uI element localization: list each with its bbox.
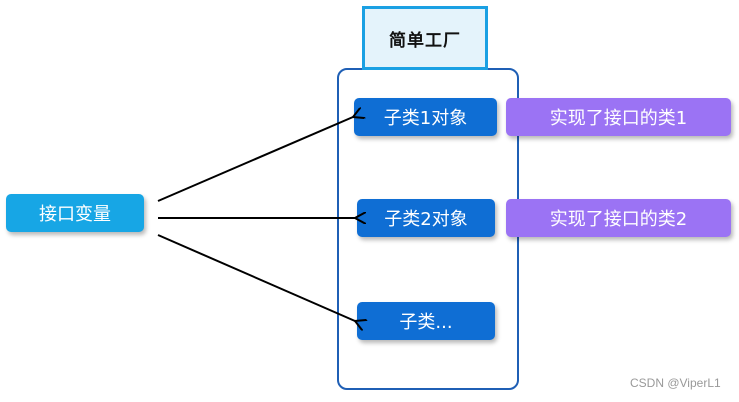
factory-title: 简单工厂 [362, 6, 488, 70]
arrow-subclass-more-to-interface [157, 234, 355, 321]
subclass-1-object-node: 子类1对象 [354, 98, 497, 136]
subclass-2-object-node: 子类2对象 [357, 199, 495, 237]
watermark: CSDN @ViperL1 [630, 376, 721, 390]
subclass-more-node: 子类... [357, 302, 495, 340]
arrow-subclass-1-to-interface [157, 117, 353, 202]
interface-variable-node: 接口变量 [6, 194, 144, 232]
implementing-class-2-node: 实现了接口的类2 [506, 199, 731, 237]
implementing-class-1-node: 实现了接口的类1 [506, 98, 731, 136]
